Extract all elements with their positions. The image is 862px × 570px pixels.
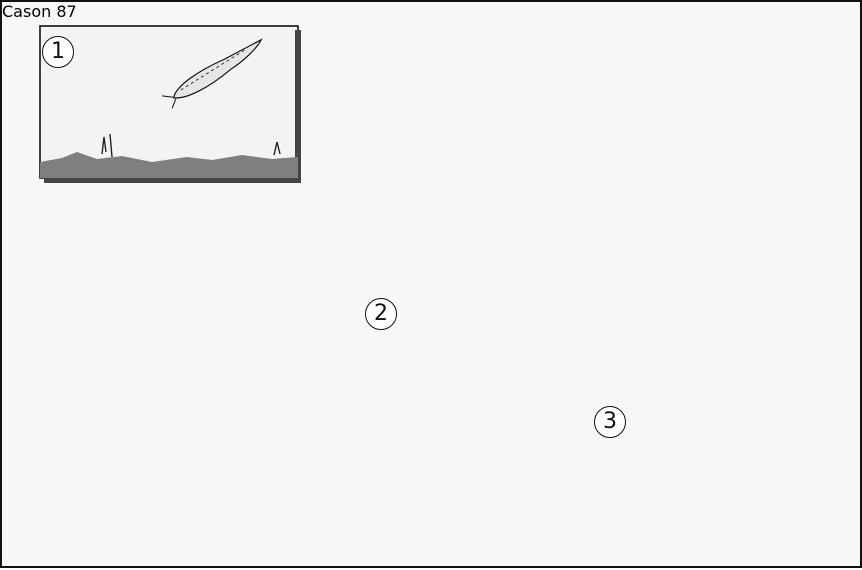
- step-badge-1: 1: [42, 36, 74, 68]
- step-badge-3: 3: [594, 406, 626, 438]
- step-badge-2: 2: [365, 298, 397, 330]
- panel-1-scene: [40, 26, 301, 183]
